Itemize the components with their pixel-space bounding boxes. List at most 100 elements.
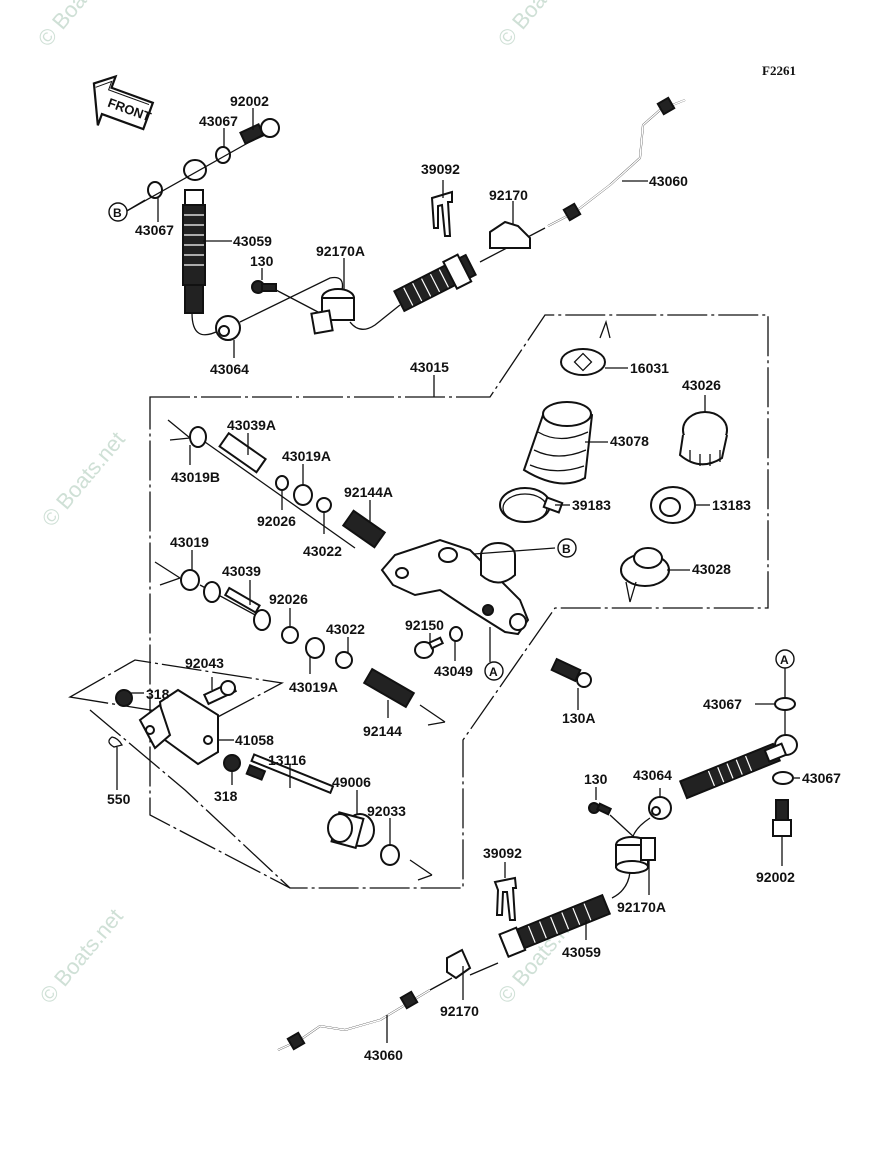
part-label[interactable]: 92170 xyxy=(440,1003,479,1019)
upper-hose-assembly xyxy=(124,96,686,341)
part-label[interactable]: 92170A xyxy=(316,243,365,259)
part-label[interactable]: 43019A xyxy=(289,679,338,695)
part-label[interactable]: 550 xyxy=(107,791,131,807)
figure-code: F2261 xyxy=(762,63,796,78)
group-boundary xyxy=(149,314,769,889)
watermark-bottom-left: © Boats.net xyxy=(35,904,128,1008)
hose-clamp-icon xyxy=(310,288,355,335)
pushrod-icon xyxy=(245,753,335,795)
banjo-bolt-icon xyxy=(239,118,280,145)
svg-text:A: A xyxy=(489,665,498,679)
part-label[interactable]: 13116 xyxy=(268,752,306,768)
part-label[interactable]: 43060 xyxy=(364,1047,403,1063)
boot-icon xyxy=(327,811,375,850)
part-label[interactable]: 43028 xyxy=(692,561,731,577)
part-label[interactable]: 43067 xyxy=(802,770,841,786)
part-label[interactable]: 43060 xyxy=(649,173,688,189)
part-label[interactable]: 130 xyxy=(250,253,274,269)
bolt-icon xyxy=(588,802,613,816)
part-label[interactable]: 43022 xyxy=(303,543,342,559)
bolt-130A-icon xyxy=(550,657,592,688)
leader-lines xyxy=(116,108,800,1043)
reservoir-hose-icon xyxy=(393,253,477,313)
part-label[interactable]: 92033 xyxy=(367,803,406,819)
retainer-13183-icon xyxy=(650,486,696,524)
brake-pipe-icon xyxy=(277,989,431,1051)
lower-hose-assembly xyxy=(277,657,798,1051)
part-label[interactable]: 43067 xyxy=(199,113,238,129)
part-label[interactable]: 92002 xyxy=(230,93,269,109)
part-labels: 92002 43067 43067 43059 130 92170A 43064… xyxy=(107,93,841,1063)
part-label[interactable]: 43022 xyxy=(326,621,365,637)
part-label[interactable]: 92002 xyxy=(756,869,795,885)
part-label[interactable]: 39183 xyxy=(572,497,611,513)
callout-a-body: A xyxy=(484,661,504,681)
washer-icon xyxy=(281,626,299,644)
spring-icon xyxy=(341,509,387,549)
washer-icon xyxy=(772,771,794,785)
part-label[interactable]: 43039A xyxy=(227,417,276,433)
callout-a-right: A xyxy=(775,649,795,669)
washer-icon xyxy=(147,181,163,199)
seal-icon xyxy=(180,569,200,591)
clip-icon xyxy=(430,190,453,237)
watermark-top-center: © Boats.net xyxy=(493,0,586,51)
clevis-pin-icon xyxy=(202,680,238,706)
banjo-fitting-icon xyxy=(183,159,207,181)
pushrod-group xyxy=(68,659,433,889)
part-label[interactable]: 43049 xyxy=(434,663,473,679)
part-label[interactable]: 43064 xyxy=(210,361,249,377)
part-label[interactable]: 92144 xyxy=(363,723,402,739)
hose-clamp-39183-icon xyxy=(499,487,564,523)
part-label[interactable]: 92170 xyxy=(489,187,528,203)
part-label[interactable]: 43039 xyxy=(222,563,261,579)
part-label[interactable]: 43059 xyxy=(233,233,272,249)
washer-icon xyxy=(275,475,289,491)
part-label[interactable]: 318 xyxy=(214,788,238,804)
spring-seat-icon xyxy=(316,497,332,513)
part-label[interactable]: 92026 xyxy=(257,513,296,529)
part-label[interactable]: 43078 xyxy=(610,433,649,449)
part-label[interactable]: 43064 xyxy=(633,767,672,783)
reservoir-grommet-icon xyxy=(620,547,670,587)
seal-icon xyxy=(189,426,207,448)
part-label[interactable]: 41058 xyxy=(235,732,274,748)
part-label[interactable]: 39092 xyxy=(483,845,522,861)
part-label[interactable]: 130A xyxy=(562,710,595,726)
reservoir-icon xyxy=(522,401,594,485)
part-label[interactable]: 92150 xyxy=(405,617,444,633)
part-label[interactable]: 13183 xyxy=(712,497,751,513)
part-label[interactable]: 43059 xyxy=(562,944,601,960)
part-label[interactable]: 92170A xyxy=(617,899,666,915)
washer-icon xyxy=(774,697,796,711)
watermark-top-left: © Boats.net xyxy=(33,0,126,51)
part-label[interactable]: 39092 xyxy=(421,161,460,177)
part-label[interactable]: 92026 xyxy=(269,591,308,607)
part-label[interactable]: 43019A xyxy=(282,448,331,464)
spring-seat-icon xyxy=(335,651,353,669)
part-label[interactable]: 92043 xyxy=(185,655,224,671)
circlip-icon xyxy=(380,844,400,866)
banjo-bolt-icon xyxy=(772,799,792,837)
part-label[interactable]: 43026 xyxy=(682,377,721,393)
cotter-pin-icon xyxy=(108,736,123,760)
part-label[interactable]: 49006 xyxy=(332,774,371,790)
reservoir-hose-icon xyxy=(498,893,612,959)
part-label[interactable]: 43015 xyxy=(410,359,449,375)
part-label[interactable]: 43019B xyxy=(171,469,220,485)
part-label[interactable]: 92144A xyxy=(344,484,393,500)
part-label[interactable]: 43067 xyxy=(703,696,742,712)
part-label[interactable]: 16031 xyxy=(630,360,669,376)
bolt-icon xyxy=(251,280,277,294)
part-label[interactable]: 43067 xyxy=(135,222,174,238)
part-label[interactable]: 43019 xyxy=(170,534,209,550)
washer-icon xyxy=(215,146,231,164)
brake-pipe-icon xyxy=(547,96,686,227)
clip-icon xyxy=(493,876,518,921)
nut-icon xyxy=(223,754,241,772)
part-label[interactable]: 318 xyxy=(146,686,170,702)
bracket-icon xyxy=(446,948,472,980)
bolt-92150-icon xyxy=(414,636,445,659)
part-label[interactable]: 130 xyxy=(584,771,608,787)
